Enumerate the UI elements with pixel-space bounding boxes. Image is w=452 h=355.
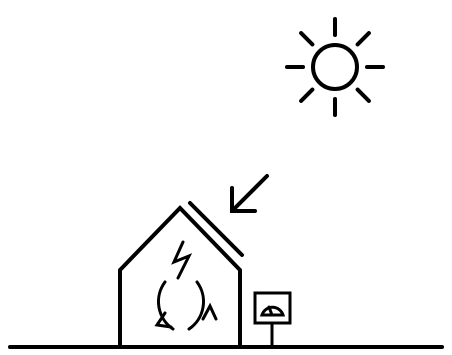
- lightning-bolt: [171, 240, 193, 280]
- solar-panel: [188, 201, 244, 257]
- sunlight-arrow-shaft: [230, 174, 269, 213]
- sun-ray: [299, 87, 315, 103]
- sun-disc: [311, 43, 359, 91]
- meter-dial: [259, 305, 286, 317]
- sun-icon: [285, 17, 385, 117]
- solar-panel-icon: [188, 201, 244, 257]
- sun-ray: [299, 31, 315, 47]
- cycle-arrow-left-head: [154, 311, 173, 329]
- cycle-arrow-right: [187, 280, 205, 331]
- sunlight-arrow-head: [230, 186, 257, 213]
- cycle-arrow-right-head: [201, 302, 218, 321]
- lightning-bolt-icon: [171, 240, 193, 280]
- meter-needle: [267, 305, 274, 317]
- sun-ray: [355, 87, 371, 103]
- sun-rays: [285, 17, 385, 117]
- recycle-arrows-icon: [154, 280, 218, 331]
- gauge-meter-icon: [253, 291, 292, 348]
- arrow-down-left-icon: [230, 174, 269, 213]
- house-icon: [118, 205, 242, 348]
- house-outline: [118, 205, 242, 348]
- sun-ray: [355, 31, 371, 47]
